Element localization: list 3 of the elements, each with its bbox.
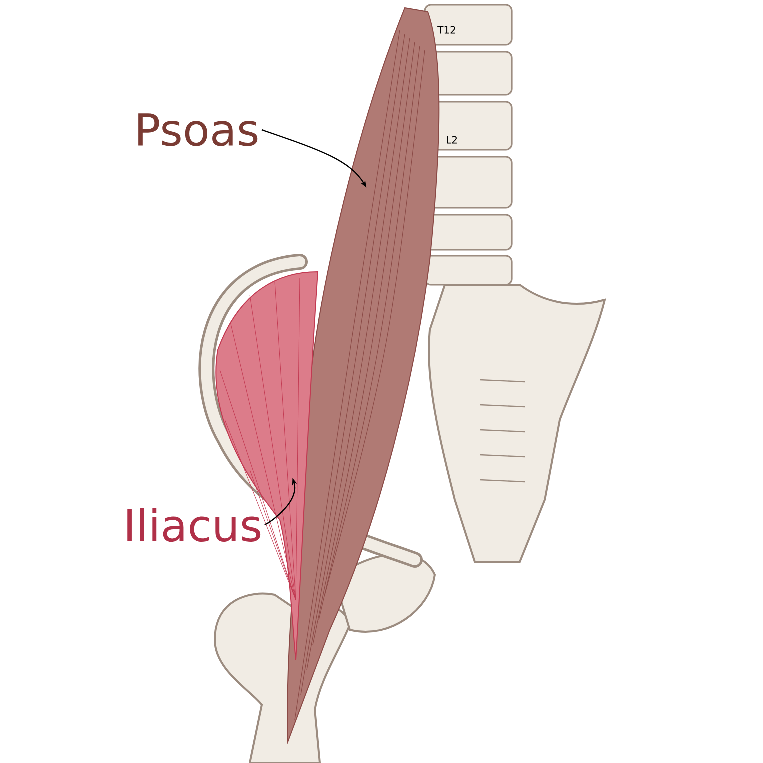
- muscle-label: Iliacus: [128, 508, 261, 542]
- vertebra-label: T12: [438, 26, 456, 34]
- muscle-label: Psoas: [138, 114, 258, 146]
